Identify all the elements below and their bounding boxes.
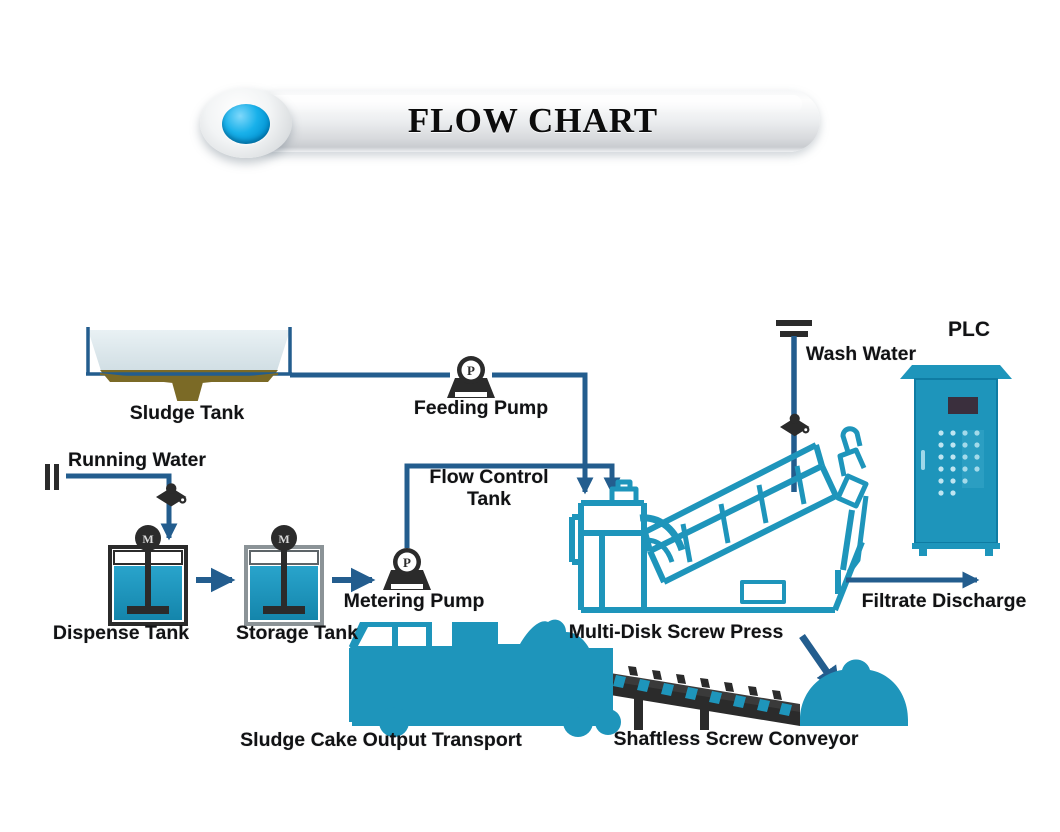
plc-cabinet-graphic bbox=[900, 365, 1012, 556]
label-shaftless-screw-conveyor: Shaftless Screw Conveyor bbox=[613, 728, 859, 750]
pipe-sludge-to-press bbox=[290, 372, 594, 495]
label-feeding-pump: Feeding Pump bbox=[413, 397, 549, 419]
page-title: FLOW CHART bbox=[407, 101, 659, 140]
sludge-cake-transport-truck-graphic bbox=[349, 619, 621, 737]
label-plc: PLC bbox=[948, 318, 990, 341]
label-flow-control-tank-line1: Flow Control bbox=[429, 466, 549, 488]
banner-knob bbox=[200, 88, 292, 158]
running-water-valve-icon bbox=[156, 483, 187, 507]
pipe-running-water bbox=[45, 464, 178, 541]
process-flow-diagram: P M bbox=[45, 320, 1012, 737]
metering-pump-symbol: P bbox=[403, 555, 411, 570]
storage-tank-motor-symbol: M bbox=[278, 532, 289, 546]
multi-disk-screw-press-graphic bbox=[569, 426, 869, 613]
shaftless-screw-conveyor-graphic bbox=[568, 659, 908, 730]
wash-water-graphic bbox=[776, 320, 812, 492]
banner-knob-inner-circle bbox=[222, 104, 270, 144]
label-running-water: Running Water bbox=[68, 449, 206, 471]
feeding-pump-symbol: P bbox=[467, 363, 475, 378]
storage-tank-graphic: M bbox=[244, 525, 324, 626]
label-filtrate-discharge: Filtrate Discharge bbox=[861, 590, 1027, 612]
label-storage-tank: Storage Tank bbox=[235, 622, 359, 644]
pipe-flow-control bbox=[404, 463, 621, 548]
sludge-tank-graphic bbox=[86, 327, 292, 401]
label-metering-pump: Metering Pump bbox=[343, 590, 485, 612]
feeding-pump-graphic: P bbox=[447, 356, 495, 398]
banner-bar bbox=[246, 90, 820, 152]
label-sludge-cake-output-transport: Sludge Cake Output Transport bbox=[240, 729, 522, 751]
label-wash-water: Wash Water bbox=[805, 343, 917, 365]
label-flow-control-tank-line2: Tank bbox=[466, 487, 512, 510]
label-sludge-tank: Sludge Tank bbox=[129, 402, 245, 424]
label-flow-control-tank: Flow Control Tank bbox=[429, 466, 549, 511]
dispense-tank-graphic: M bbox=[108, 525, 188, 626]
page-title-banner: FLOW CHART bbox=[200, 88, 820, 158]
wash-water-valve-icon bbox=[780, 413, 810, 437]
label-dispense-tank: Dispense Tank bbox=[52, 622, 190, 644]
label-multi-disk-screw-press: Multi-Disk Screw Press bbox=[568, 621, 784, 643]
dispense-tank-motor-symbol: M bbox=[142, 532, 153, 546]
metering-pump-graphic: P bbox=[383, 548, 431, 590]
